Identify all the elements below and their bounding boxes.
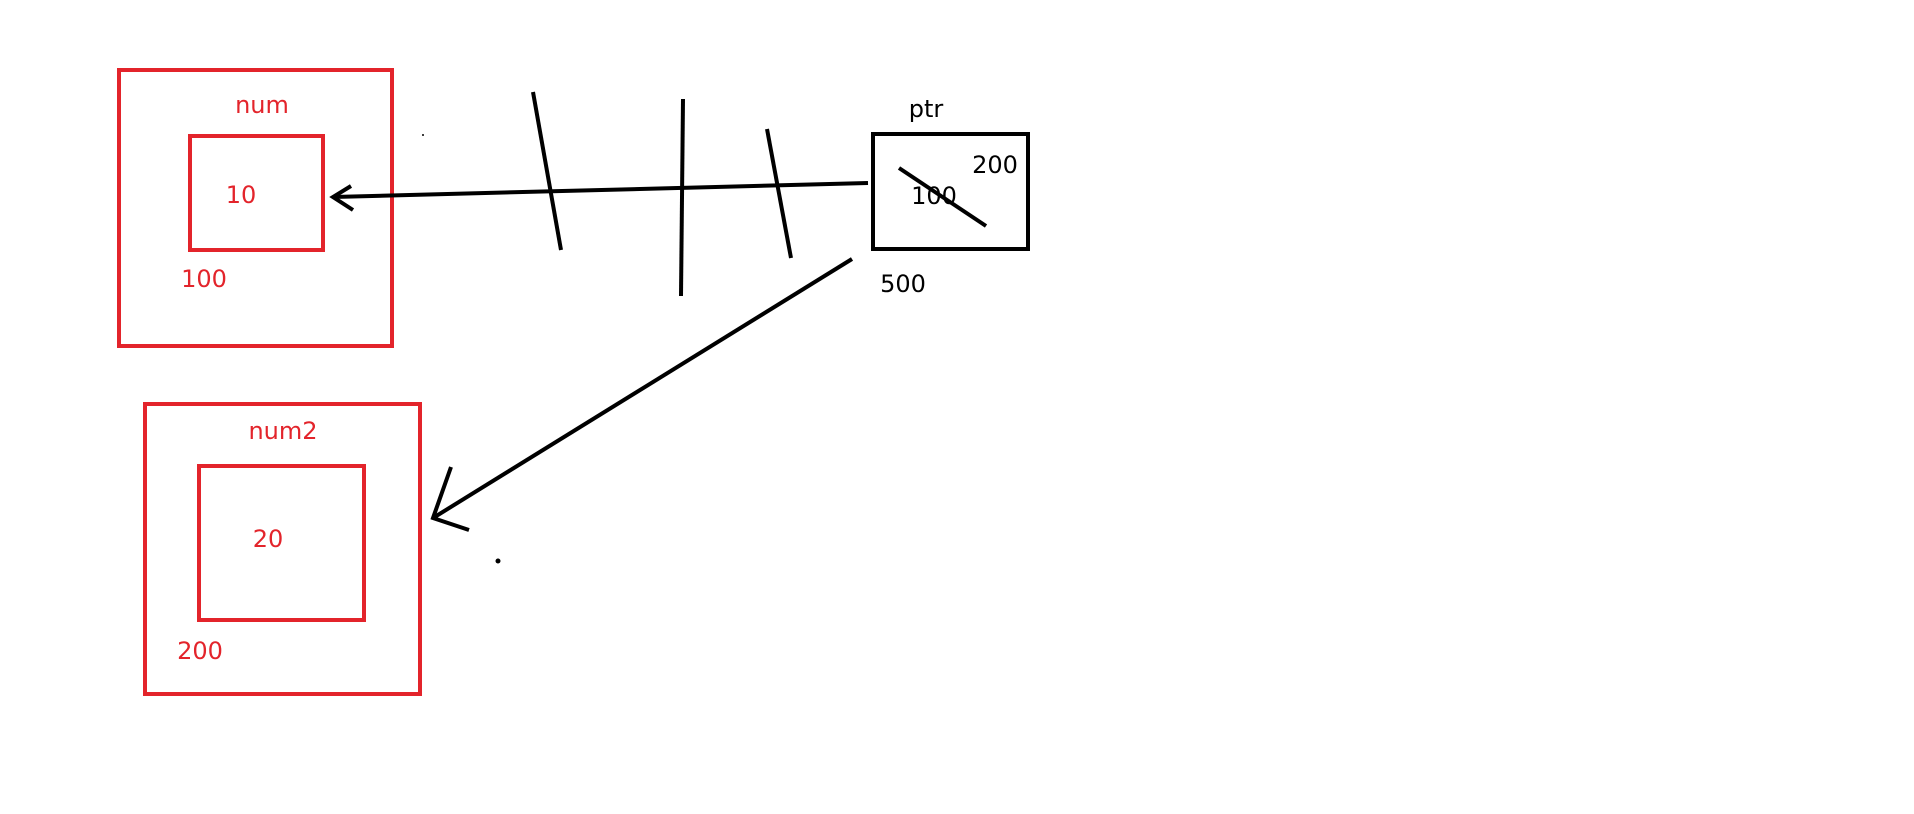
old-arrow-shaft xyxy=(332,181,869,199)
num2-value-box xyxy=(197,464,366,622)
new-pointer-arrow xyxy=(430,257,854,532)
num-value: 10 xyxy=(226,181,257,209)
old-arrow-strike-3 xyxy=(765,128,793,259)
num-address: 100 xyxy=(181,265,227,293)
stray-dot-2 xyxy=(495,558,501,564)
old-arrow-strike-1 xyxy=(531,91,563,251)
old-arrow-head xyxy=(329,184,355,212)
num2-value: 20 xyxy=(253,525,284,553)
num-block: num 10 100 xyxy=(117,68,394,348)
stray-dot-1 xyxy=(422,134,424,136)
ptr-old-value-strike xyxy=(897,166,988,228)
old-pointer-arrow xyxy=(329,91,869,297)
new-arrow-head xyxy=(430,466,470,532)
num2-block: num2 20 200 xyxy=(143,402,422,696)
num2-address: 200 xyxy=(177,637,223,665)
ptr-label: ptr xyxy=(909,95,944,123)
num-value-box xyxy=(188,134,325,252)
ptr-new-value: 200 xyxy=(972,151,1018,179)
new-arrow-shaft xyxy=(431,257,854,520)
ptr-value-box xyxy=(871,132,1030,251)
num-label: num xyxy=(235,91,289,119)
ptr-address: 500 xyxy=(880,270,926,298)
num2-outer-box xyxy=(143,402,422,696)
num-outer-box xyxy=(117,68,394,348)
num2-label: num2 xyxy=(248,417,317,445)
old-arrow-strike-2 xyxy=(679,98,685,297)
ptr-block: ptr 100 200 500 xyxy=(871,95,1030,298)
ptr-old-value: 100 xyxy=(911,182,957,210)
